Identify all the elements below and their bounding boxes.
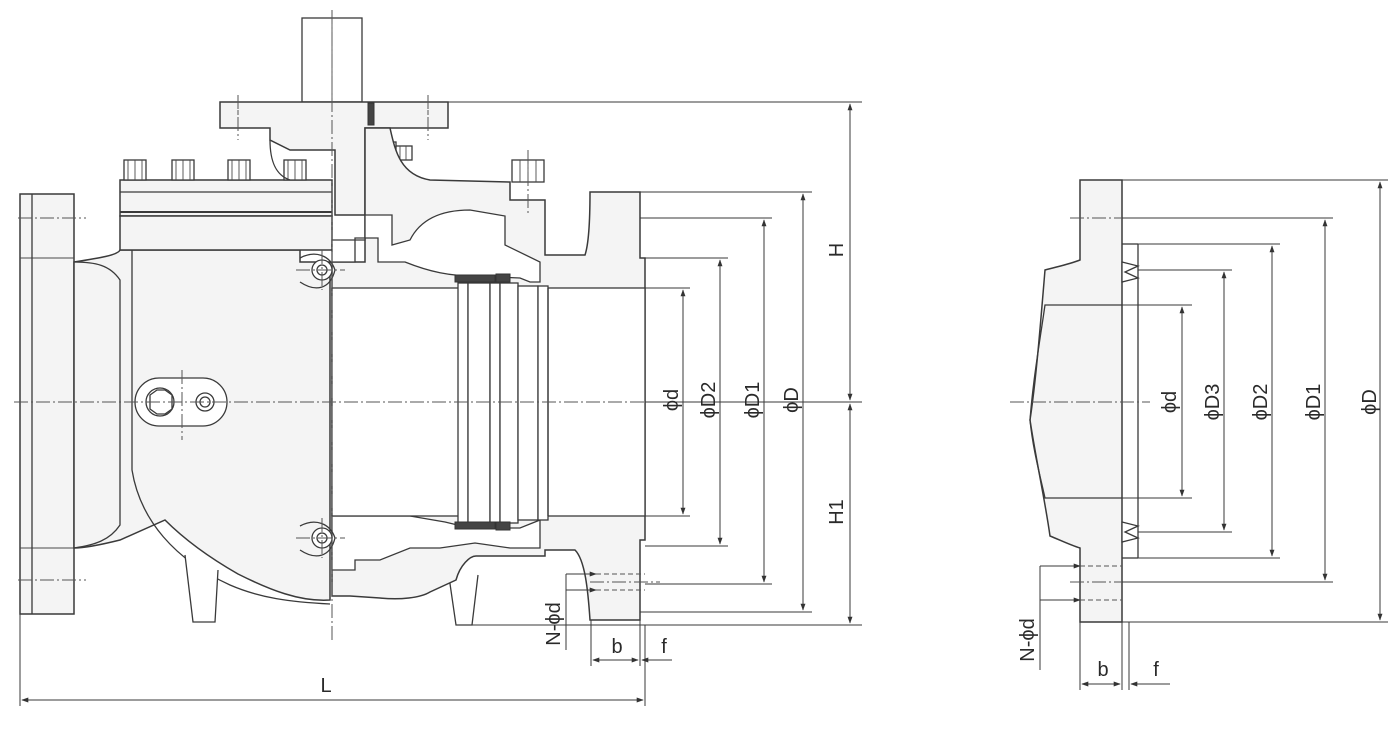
label-N-d: N-ϕd: [543, 602, 565, 645]
valve-foot-left: [184, 554, 219, 623]
label-D2: ϕD2: [698, 382, 720, 419]
detail-label-D: ϕD: [1359, 389, 1381, 415]
label-f: f: [661, 636, 667, 658]
mounting-pad: [219, 101, 449, 216]
valve-foot-right: [447, 569, 479, 626]
detail-label-D3: ϕD3: [1202, 384, 1224, 421]
detail-label-f: f: [1153, 659, 1159, 681]
left-flange: [19, 193, 75, 615]
flange-section: [1029, 179, 1123, 623]
detail-label-D2: ϕD2: [1250, 384, 1272, 421]
flange-detail-view: ϕD ϕD1 ϕD2 ϕD3 ϕd N-ϕd b f: [1010, 179, 1388, 690]
label-L: L: [320, 675, 331, 697]
detail-label-N-d: N-ϕd: [1017, 618, 1039, 661]
bonnet-bolt: [123, 159, 147, 181]
detail-label-b: b: [1097, 659, 1108, 681]
seat-ring: [457, 282, 469, 524]
label-D1: ϕD1: [742, 382, 764, 419]
bonnet-bolt: [227, 159, 251, 181]
label-D: ϕD: [781, 387, 803, 413]
label-H1: H1: [826, 499, 848, 525]
detail-label-d: ϕd: [1159, 391, 1181, 413]
label-H: H: [826, 243, 848, 257]
label-b: b: [611, 636, 622, 658]
bonnet-bolt: [283, 159, 307, 181]
detail-label-D1: ϕD1: [1303, 384, 1325, 421]
label-d: ϕd: [661, 389, 683, 411]
bonnet-bolt: [171, 159, 195, 181]
valve-front-view: L H H1 ϕD ϕD1 ϕD2 ϕd N-ϕd b f: [14, 10, 862, 706]
bonnet-flange: [119, 179, 333, 217]
